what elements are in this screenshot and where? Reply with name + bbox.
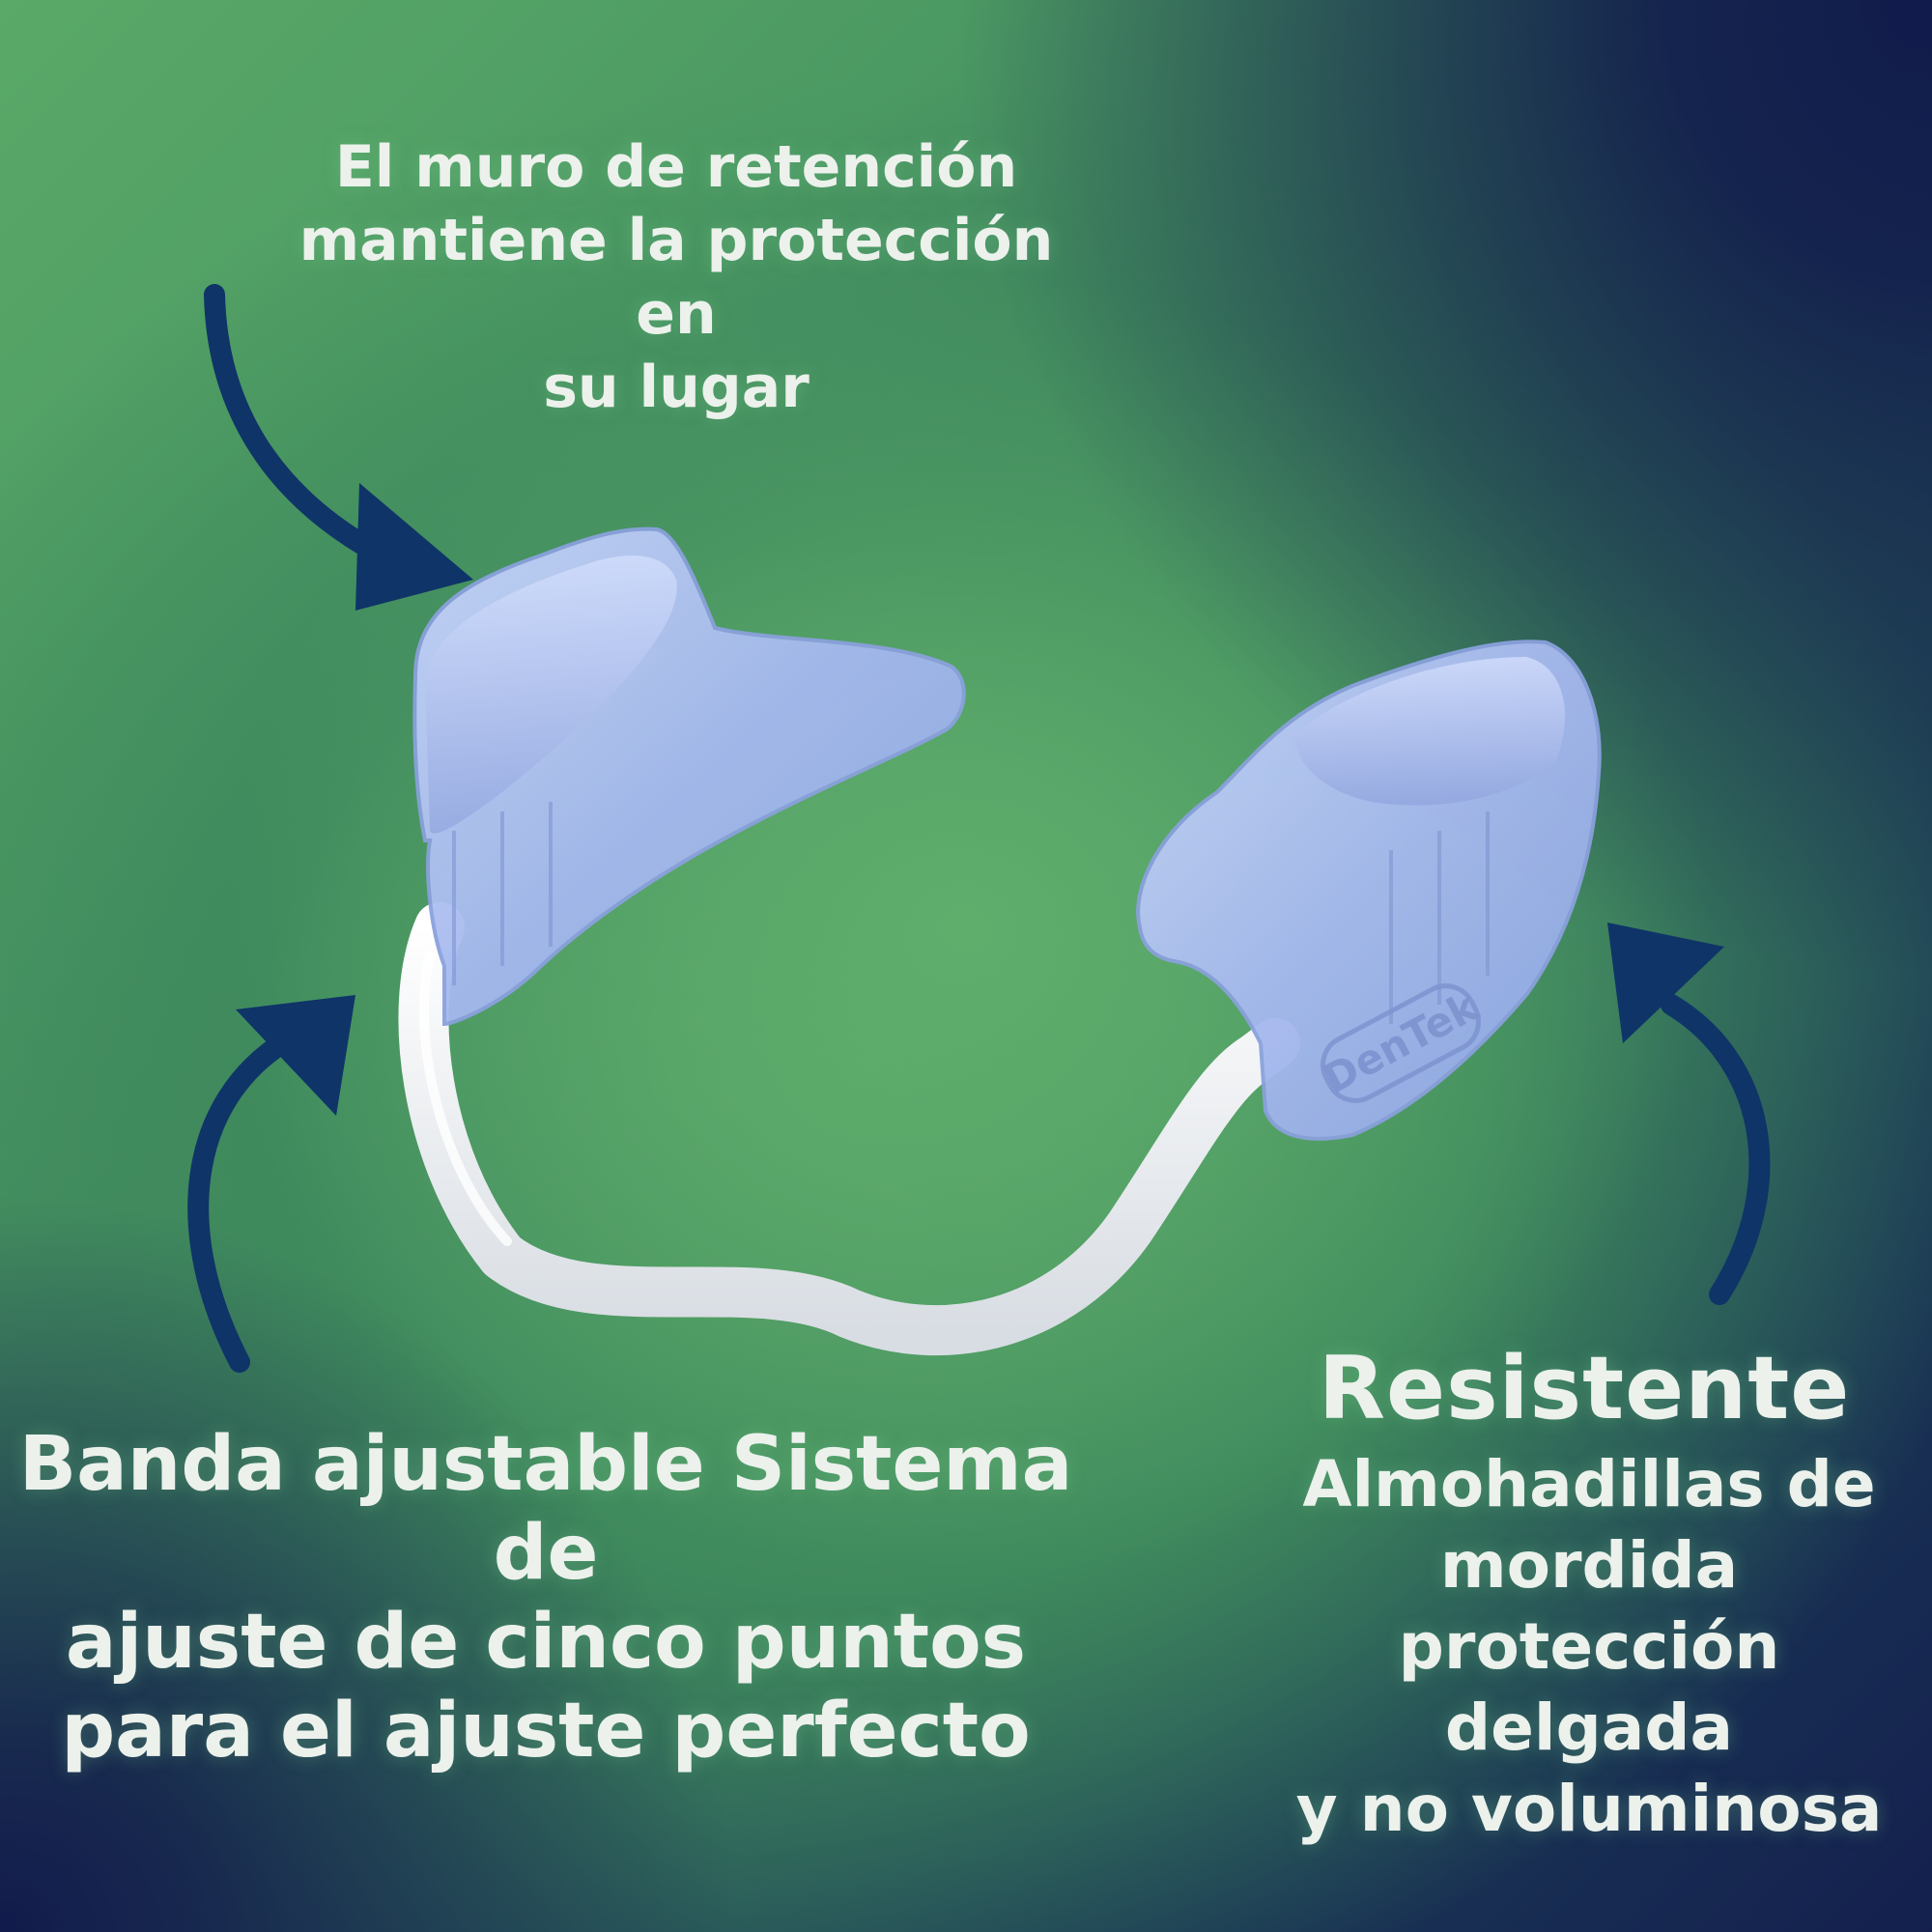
caption-line: Almohadillas de [1302, 1447, 1876, 1521]
caption-line: protección delgada [1398, 1609, 1780, 1765]
caption-line: mantiene la protección en [298, 207, 1054, 348]
curved-arrow-icon [204, 284, 473, 611]
bite-pads-caption: Almohadillas de mordida protección delga… [1246, 1444, 1932, 1850]
caption-line: ajuste de cinco puntos [65, 1599, 1027, 1686]
curved-arrow-icon [187, 995, 355, 1373]
caption-line: para el ajuste perfecto [61, 1688, 1031, 1775]
curved-arrow-icon [1607, 923, 1771, 1305]
adjustable-band-caption: Banda ajustable Sistema de ajuste de cin… [10, 1420, 1082, 1776]
caption-line: El muro de retención [334, 133, 1018, 201]
caption-line: mordida [1439, 1528, 1739, 1603]
caption-title: Resistente [1318, 1338, 1851, 1439]
caption-line: su lugar [543, 354, 810, 421]
mouth-guard-right: DenTek [1136, 639, 1602, 1141]
adjustable-band [398, 902, 1300, 1356]
caption-line: y no voluminosa [1295, 1772, 1883, 1846]
caption-line: Banda ajustable Sistema de [18, 1421, 1073, 1597]
resistant-title: Resistente [1256, 1343, 1913, 1435]
mouth-guard-left [412, 526, 966, 1027]
retention-wall-caption: El muro de retención mantiene la protecc… [270, 130, 1082, 424]
